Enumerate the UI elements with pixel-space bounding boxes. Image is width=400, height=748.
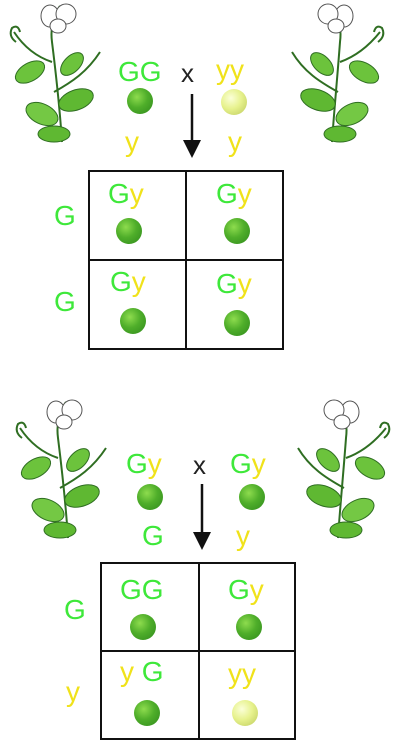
cell-pea <box>236 614 262 640</box>
top-arrow <box>183 94 201 158</box>
top-parent-left-genotype: GG <box>118 58 162 86</box>
allele: G <box>139 56 162 87</box>
cell-pea <box>224 218 250 244</box>
allele: G <box>141 656 164 687</box>
top-gamete-left: y <box>125 126 139 157</box>
cell-genotype: Gy <box>216 180 252 208</box>
bottom-punnett-square: GG Gy y G yy <box>100 562 296 740</box>
cell-pea <box>232 700 258 726</box>
cell-pea <box>134 700 160 726</box>
top-parent-right-genotype: yy <box>216 56 244 84</box>
bottom-parent-left-pea <box>137 484 163 510</box>
allele: G <box>141 574 164 605</box>
bottom-cross-symbol: x <box>193 450 206 480</box>
pea-plant-illustration-bottom-left <box>15 399 107 539</box>
allele: G <box>118 56 140 87</box>
top-cross-symbol: x <box>181 58 194 88</box>
allele: G <box>126 448 148 479</box>
top-cell-2: Gy <box>186 172 282 260</box>
cell-genotype: GG <box>120 576 164 604</box>
cell-genotype: Gy <box>108 180 144 208</box>
bottom-parent-right-genotype: Gy <box>230 450 266 478</box>
allele: y <box>228 658 242 689</box>
top-punnett-square: Gy Gy Gy Gy <box>88 170 284 350</box>
cell-genotype: Gy <box>228 576 264 604</box>
bottom-gamete-left: G <box>142 520 164 551</box>
allele: y <box>131 266 146 297</box>
allele: y <box>216 54 230 85</box>
cell-genotype: Gy <box>216 270 252 298</box>
top-gamete-right: y <box>228 126 242 157</box>
top-parent-right-pea <box>221 89 247 115</box>
bottom-cell-2: Gy <box>200 564 296 650</box>
cell-pea <box>224 310 250 336</box>
allele: y <box>237 178 252 209</box>
allele: y <box>120 656 134 687</box>
allele: G <box>110 266 132 297</box>
pea-plant-illustration-bottom-right <box>297 399 391 539</box>
pea-plant-illustration-top-left <box>9 3 101 143</box>
cell-pea <box>120 308 146 334</box>
bottom-row-label-2: y <box>66 676 80 707</box>
top-row-label-1: G <box>54 200 76 231</box>
allele: y <box>249 574 264 605</box>
top-parent-left-pea <box>127 88 153 114</box>
bottom-row-label-1: G <box>64 594 86 625</box>
bottom-parent-left-genotype: Gy <box>126 450 162 478</box>
allele: y <box>237 268 252 299</box>
allele: G <box>228 574 250 605</box>
allele: y <box>251 448 266 479</box>
bottom-cell-1: GG <box>102 564 198 650</box>
top-row-label-2: G <box>54 286 76 317</box>
cell-genotype: yy <box>228 660 256 688</box>
allele: G <box>120 574 142 605</box>
top-cell-4: Gy <box>186 260 282 348</box>
allele: y <box>230 54 244 85</box>
bottom-cell-4: yy <box>200 652 296 738</box>
allele: y <box>129 178 144 209</box>
allele: G <box>230 448 252 479</box>
allele: G <box>216 268 238 299</box>
cell-genotype: Gy <box>110 268 146 296</box>
allele: y <box>242 658 256 689</box>
allele: y <box>147 448 162 479</box>
top-cell-3: Gy <box>90 260 186 348</box>
bottom-arrow <box>193 484 211 550</box>
cell-pea <box>116 218 142 244</box>
cell-pea <box>130 614 156 640</box>
top-cell-1: Gy <box>90 172 186 260</box>
bottom-parent-right-pea <box>239 484 265 510</box>
bottom-gamete-right: y <box>236 520 250 551</box>
pea-plant-illustration-top-right <box>291 3 385 143</box>
allele: G <box>108 178 130 209</box>
bottom-cell-3: y G <box>102 652 198 738</box>
cell-genotype: y G <box>120 658 164 686</box>
allele: G <box>216 178 238 209</box>
